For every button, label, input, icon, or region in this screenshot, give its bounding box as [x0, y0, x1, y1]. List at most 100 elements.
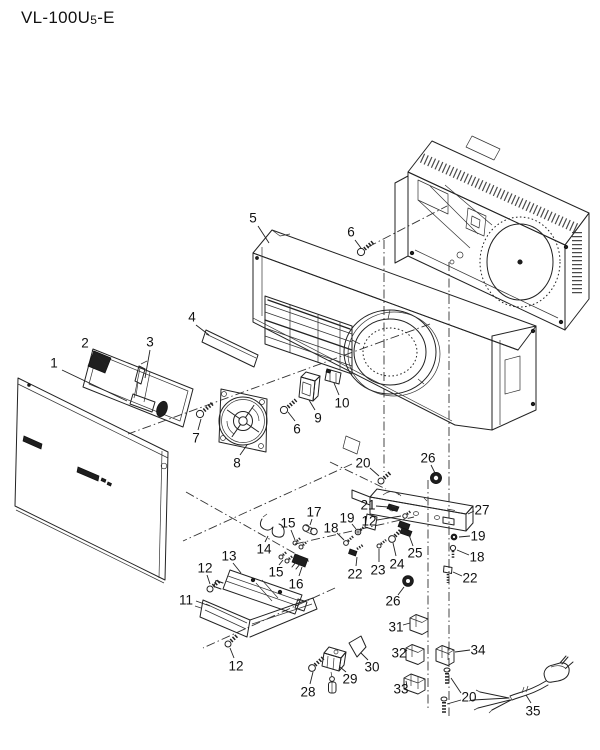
- connector-block-part-16: [291, 553, 309, 570]
- part-label-22: 22: [462, 571, 477, 586]
- main-body-part: [252, 229, 537, 455]
- leader-line: [195, 600, 211, 607]
- part-label-20: 20: [355, 456, 370, 471]
- leader-line: [264, 535, 269, 543]
- leader-line: [257, 225, 270, 244]
- part-label-6: 6: [293, 422, 301, 437]
- leader-line: [298, 566, 303, 577]
- part-label-7: 7: [192, 431, 200, 446]
- part-label-27: 27: [474, 503, 489, 518]
- screw-icon-12-bottom: [224, 634, 239, 648]
- part-label-19: 19: [470, 529, 485, 544]
- leader-line: [229, 647, 235, 659]
- part-label-28: 28: [300, 685, 315, 700]
- tray-part: [194, 597, 318, 638]
- leader-line: [452, 571, 463, 577]
- model-number-suffix: -E: [97, 8, 115, 27]
- leader-line: [369, 467, 380, 477]
- screw-icon-20-d: [440, 696, 448, 713]
- screw-icon-18-right: [449, 544, 457, 559]
- mounting-bracket-part: [351, 488, 474, 532]
- screw-icon-28: [308, 655, 326, 672]
- grommet-part-26-top: [430, 472, 442, 484]
- part-label-1: 1: [50, 356, 58, 371]
- axis-line: [294, 516, 415, 545]
- assembly-axes: [127, 205, 450, 716]
- pin-part-17: [302, 524, 318, 536]
- axis-line: [329, 461, 387, 490]
- screw-icon-12-bracket: [402, 509, 412, 519]
- pin-part-23: [376, 538, 387, 549]
- part-label-17: 17: [306, 505, 321, 520]
- part-label-4: 4: [188, 310, 196, 325]
- screw-icon-15b: [278, 550, 294, 564]
- leader-line: [308, 399, 316, 411]
- part-label-14: 14: [256, 542, 272, 557]
- part-label-26: 26: [420, 451, 435, 466]
- vent-slot: [22, 435, 43, 450]
- leader-line: [402, 622, 411, 626]
- part-label-32: 32: [391, 646, 406, 661]
- leader-line: [309, 518, 313, 526]
- leader-line: [397, 586, 405, 596]
- fan-part: [218, 388, 268, 453]
- model-number-subscript: 5: [90, 13, 98, 27]
- leader-line: [446, 699, 462, 705]
- leader-line: [467, 510, 475, 515]
- clip-part-34: [435, 645, 455, 666]
- part-label-24: 24: [389, 557, 405, 572]
- bolt-part-22-right: [443, 565, 453, 583]
- leader-line: [458, 535, 471, 538]
- leader-line: [195, 324, 210, 336]
- filter-part: [82, 348, 194, 428]
- part-label-13: 13: [221, 549, 236, 564]
- part-label-20: 20: [461, 690, 476, 705]
- leader-line: [336, 532, 345, 541]
- part-label-34: 34: [470, 643, 486, 658]
- filter-media-hatch: [87, 350, 112, 374]
- leader-line: [339, 666, 347, 673]
- leader-line: [144, 349, 151, 379]
- part-label-15: 15: [280, 516, 295, 531]
- part-label-30: 30: [364, 660, 379, 675]
- screw-icon-20-top: [377, 470, 393, 485]
- part-label-16: 16: [288, 577, 303, 592]
- leader-line: [404, 649, 408, 653]
- part-label-5: 5: [249, 211, 257, 226]
- part-label-8: 8: [233, 456, 241, 471]
- screw-icon-6-mid: [279, 398, 298, 415]
- model-number: VL-100U: [21, 8, 91, 27]
- filter-clip-part: [129, 360, 156, 413]
- leader-line: [354, 239, 362, 249]
- leader-line: [456, 549, 470, 556]
- heat-exchanger-core: [264, 295, 353, 375]
- bolt-part-22-left: [348, 543, 364, 557]
- part-label-31: 31: [388, 620, 403, 635]
- part-label-12: 12: [228, 659, 243, 674]
- part-label-25: 25: [407, 546, 422, 561]
- leader-line: [430, 464, 436, 474]
- plate-part-30: [348, 635, 367, 658]
- leader-line: [408, 534, 414, 547]
- screw-icon-20-c: [443, 667, 451, 684]
- spring-clip-part-14: [259, 513, 285, 538]
- axis-line: [185, 491, 311, 563]
- part-label-33: 33: [393, 682, 408, 697]
- part-label-19: 19: [339, 511, 354, 526]
- leader-line: [355, 556, 358, 567]
- insulation-hatch: [419, 153, 581, 234]
- part-label-15: 15: [268, 565, 283, 580]
- leader-line: [450, 677, 462, 694]
- leader-line: [197, 418, 202, 431]
- leader-line: [232, 562, 242, 574]
- part-label-6: 6: [347, 225, 355, 240]
- nut-part-19-right: [450, 533, 458, 541]
- vent-slot: [76, 466, 100, 482]
- leader-line: [239, 444, 248, 456]
- leader-line: [91, 349, 107, 366]
- axis-line: [182, 463, 353, 542]
- screw-icon-24: [388, 527, 404, 543]
- leader-line: [376, 515, 402, 521]
- screw-icon-18-left: [343, 535, 354, 546]
- screw-icon-12-left: [206, 578, 222, 593]
